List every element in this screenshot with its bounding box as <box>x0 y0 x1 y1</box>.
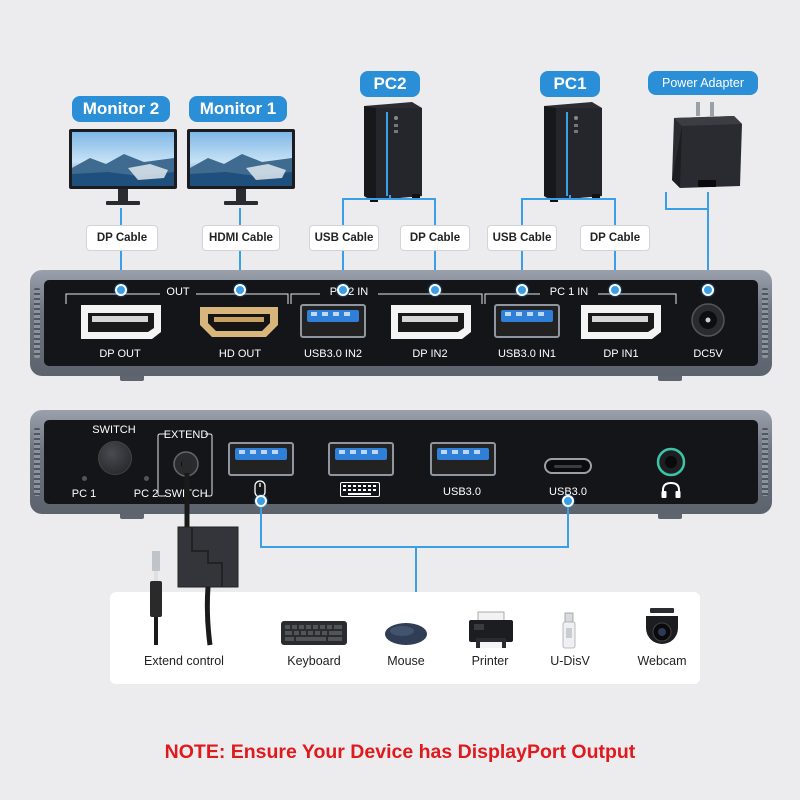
port-group-brackets <box>65 293 677 304</box>
kvm-front-panel <box>30 410 772 514</box>
audio-jack-icon[interactable] <box>656 447 686 477</box>
pc1-led-label: PC 1 <box>71 488 97 500</box>
pc-tower-icon <box>544 102 602 202</box>
usbc-front-label: USB3.0 <box>549 486 587 498</box>
usb3-keyboard-port[interactable] <box>328 442 394 476</box>
pc2-led <box>144 476 149 481</box>
out-group-label: OUT <box>166 286 190 298</box>
mouse-icon <box>385 623 427 645</box>
dp-cable-pc2-label: DP Cable <box>400 225 470 251</box>
pc1-label: PC1 <box>540 71 600 97</box>
pc1-in-group-label: PC 1 IN <box>549 286 589 298</box>
extend-switch-frame <box>157 433 213 497</box>
dc5v-label: DC5V <box>693 348 723 360</box>
printer-icon <box>469 611 513 648</box>
keyboard-label: Keyboard <box>287 654 341 668</box>
dp-in2-port[interactable] <box>388 302 474 342</box>
hd-out-label: HD OUT <box>218 348 262 360</box>
usb-c-port[interactable] <box>544 458 592 474</box>
dp-cable-pc1-label: DP Cable <box>580 225 650 251</box>
monitor-1-label: Monitor 1 <box>189 96 287 122</box>
usb3-in2-label: USB3.0 IN2 <box>303 348 363 360</box>
pc2-label: PC2 <box>360 71 420 97</box>
usb3-port[interactable] <box>430 442 496 476</box>
keyboard-icon <box>281 621 347 645</box>
extend-control-cable <box>150 459 239 646</box>
monitor-icon <box>69 129 177 205</box>
dc-power-jack[interactable] <box>690 302 726 338</box>
extend-label: EXTEND <box>163 429 209 441</box>
printer-label: Printer <box>471 654 509 668</box>
displayport-note: NOTE: Ensure Your Device has DisplayPort… <box>164 741 636 763</box>
pc-tower-icon <box>364 102 422 202</box>
monitor-icon <box>187 129 295 205</box>
dp-in1-label: DP IN1 <box>603 348 639 360</box>
extend-control-label: Extend control <box>144 654 224 668</box>
switch-button[interactable] <box>98 441 132 475</box>
mouse-label: Mouse <box>387 654 425 668</box>
hdmi-cable-monitor1-label: HDMI Cable <box>202 225 280 251</box>
usb-cable-pc2-label: USB Cable <box>309 225 379 251</box>
pc2-in-group-label: PC 2 IN <box>329 286 369 298</box>
webcam-label: Webcam <box>637 654 687 668</box>
dp-cable-monitor2-label: DP Cable <box>86 225 158 251</box>
webcam-icon <box>646 608 678 644</box>
switch-label: SWITCH <box>92 424 136 436</box>
monitor-2-label: Monitor 2 <box>72 96 170 122</box>
dp-out-label: DP OUT <box>99 348 141 360</box>
usb-cable-pc1-label: USB Cable <box>487 225 557 251</box>
udisk-label: U-DisV <box>550 654 590 668</box>
keyboard-icon <box>340 482 380 497</box>
dp-in1-port[interactable] <box>578 302 664 342</box>
pc1-led <box>82 476 87 481</box>
usb3-in2-port[interactable] <box>300 304 366 338</box>
usb3-mouse-port[interactable] <box>228 442 294 476</box>
usb3-in1-label: USB3.0 IN1 <box>497 348 557 360</box>
dp-in2-label: DP IN2 <box>412 348 448 360</box>
usb3-in1-port[interactable] <box>494 304 560 338</box>
usb3-front-label: USB3.0 <box>443 486 481 498</box>
pc2-led-label: PC 2 <box>133 488 159 500</box>
usb-drive-icon <box>562 612 576 649</box>
headphone-icon <box>661 481 681 498</box>
hdmi-out-port[interactable] <box>198 305 280 339</box>
dp-out-port[interactable] <box>78 302 164 342</box>
power-adapter-label: Power Adapter <box>648 71 758 95</box>
power-adapter-icon <box>672 102 742 188</box>
